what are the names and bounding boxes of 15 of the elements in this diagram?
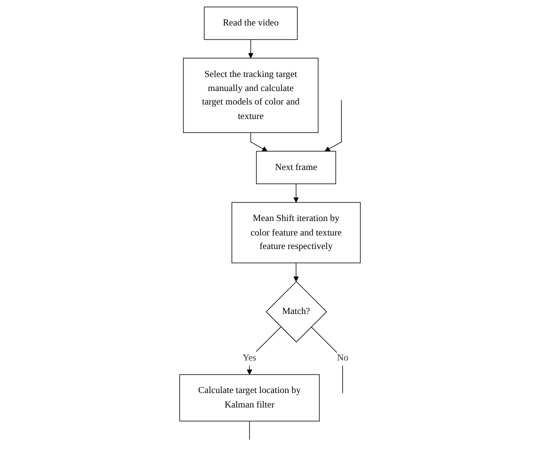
connector (249, 420, 250, 440)
arrow (293, 262, 299, 282)
arrow (246, 326, 282, 375)
node-box: Select the tracking target manually and calculate target models of color and texture (183, 58, 318, 133)
arrow (324, 100, 342, 152)
edge-label: No (336, 353, 348, 364)
arrow (248, 39, 254, 58)
node-box: Read the video (204, 6, 298, 40)
arrow (293, 183, 299, 203)
node-diamond: Match? (266, 281, 328, 342)
node-box: Calculate target location by Kalman filter (179, 374, 320, 422)
edge-label: Yes (242, 353, 256, 364)
arrow (250, 132, 268, 152)
node-box: Next frame (256, 150, 336, 184)
node-box: Mean Shift iteration by color feature and texture feature respectively (232, 202, 361, 264)
